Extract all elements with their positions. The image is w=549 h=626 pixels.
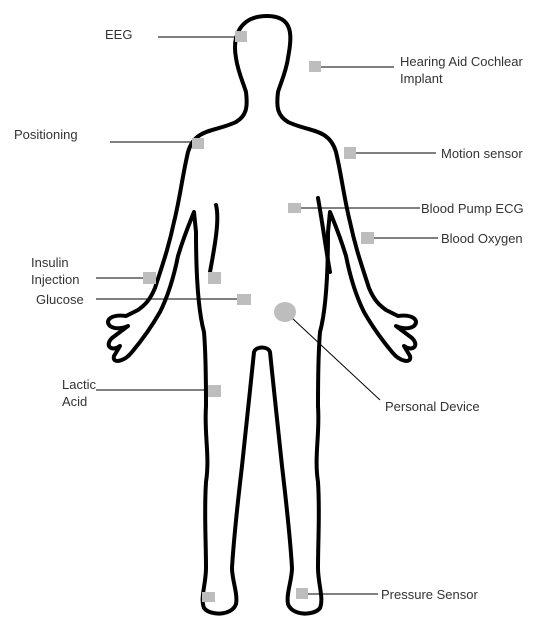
label-blood-oxygen: Blood Oxygen xyxy=(441,231,523,247)
sensor-pressure xyxy=(296,588,308,599)
human-body-outline xyxy=(108,16,416,614)
sensor-foot-left xyxy=(202,592,215,602)
label-insulin-line2: Injection xyxy=(31,272,79,288)
label-hearing-aid-line2: Implant xyxy=(400,71,443,87)
leader-lines xyxy=(96,37,438,594)
label-lactic-line1: Lactic xyxy=(62,377,96,393)
left-inner-torso-line xyxy=(210,205,217,272)
label-positioning: Positioning xyxy=(14,127,78,143)
sensor-personal-device xyxy=(274,302,296,322)
sensor-lactic-acid xyxy=(208,385,221,397)
sensor-eeg xyxy=(235,31,247,42)
label-pressure-sensor: Pressure Sensor xyxy=(381,587,478,603)
label-lactic-line2: Acid xyxy=(62,394,87,410)
sensor-positioning xyxy=(192,138,204,149)
sensor-glucose xyxy=(237,294,251,305)
label-personal-device: Personal Device xyxy=(385,399,480,415)
label-glucose: Glucose xyxy=(36,292,84,308)
label-insulin-line1: Insulin xyxy=(31,255,69,271)
label-blood-pump-ecg: Blood Pump ECG xyxy=(421,201,524,217)
sensor-hearing-aid xyxy=(309,61,321,72)
sensors xyxy=(143,31,374,602)
label-eeg: EEG xyxy=(105,27,132,43)
sensor-insulin xyxy=(143,272,156,284)
sensor-blood-pump-ecg xyxy=(288,203,301,213)
label-motion-sensor: Motion sensor xyxy=(441,146,523,162)
label-hearing-aid-line1: Hearing Aid Cochlear xyxy=(400,54,523,70)
sensor-insulin-thigh xyxy=(208,272,221,284)
sensor-blood-oxygen xyxy=(361,232,374,244)
leader-personal-device xyxy=(292,318,380,400)
sensor-motion xyxy=(344,147,356,159)
